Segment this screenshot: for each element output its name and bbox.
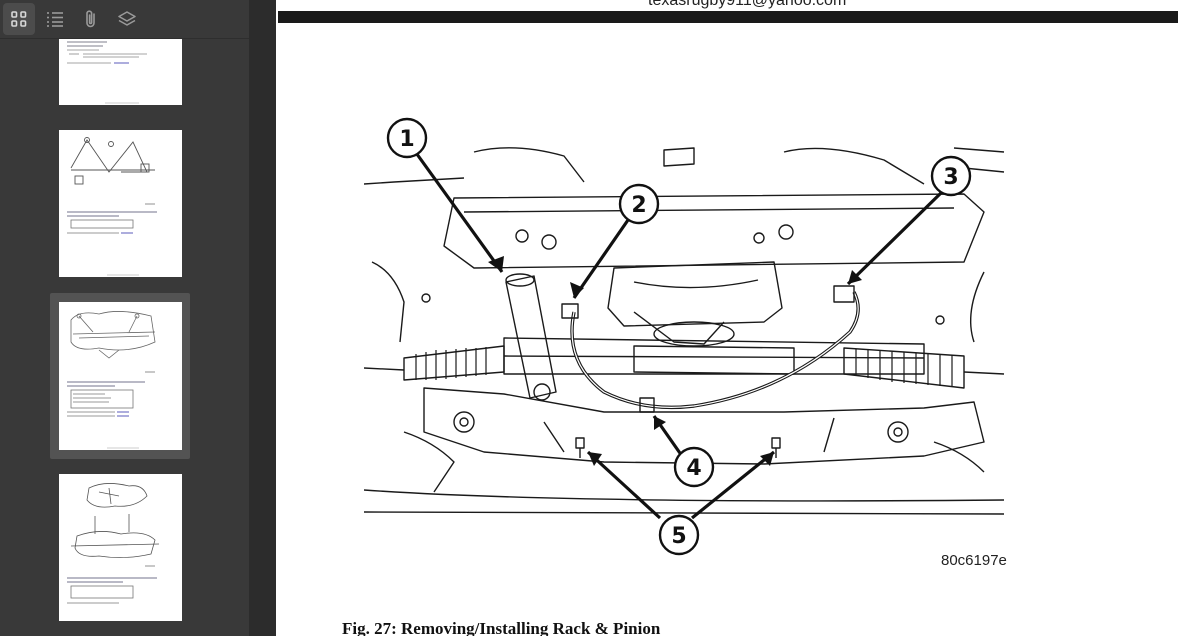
layers-icon	[118, 11, 136, 26]
callout-4: 4	[673, 446, 715, 488]
svg-text:1: 1	[399, 127, 414, 152]
page-thumbnail[interactable]	[59, 39, 182, 105]
thumbnails-tab[interactable]	[3, 3, 35, 35]
outline-tab[interactable]	[39, 3, 71, 35]
header-rule	[278, 11, 1178, 23]
page-thumbnail-current[interactable]	[59, 302, 182, 450]
page-thumbnail-preview	[67, 41, 147, 104]
page-thumbnail-preview	[67, 483, 160, 604]
document-page: texasrugby911@yahoo.com	[276, 0, 1193, 636]
sidebar-toolbar	[0, 0, 249, 39]
rack-and-pinion-illustration: 1 2 3 4 5	[364, 117, 1005, 556]
grid-icon	[11, 11, 27, 27]
attachments-tab[interactable]	[75, 3, 107, 35]
page-header-email: texasrugby911@yahoo.com	[648, 0, 847, 9]
thumbnail-list[interactable]	[0, 39, 249, 636]
svg-text:2: 2	[631, 193, 646, 218]
callout-1: 1	[386, 117, 428, 159]
sidebar-splitter[interactable]	[249, 0, 276, 636]
figure-caption: Fig. 27: Removing/Installing Rack & Pini…	[342, 619, 661, 636]
paperclip-icon	[86, 10, 95, 28]
sidebar	[0, 0, 249, 636]
callout-5: 5	[658, 514, 700, 556]
page-thumbnail-preview	[67, 311, 156, 449]
callout-3: 3	[930, 155, 972, 197]
callout-2: 2	[618, 183, 660, 225]
figure-code: 80c6197e	[941, 552, 1007, 569]
svg-text:4: 4	[686, 456, 701, 481]
page-thumbnail[interactable]	[59, 474, 182, 621]
layers-tab[interactable]	[111, 3, 143, 35]
page-thumbnail-preview	[67, 137, 157, 276]
page-thumbnail[interactable]	[59, 130, 182, 277]
svg-text:3: 3	[943, 165, 958, 190]
svg-text:5: 5	[671, 524, 686, 549]
list-icon	[47, 12, 63, 27]
